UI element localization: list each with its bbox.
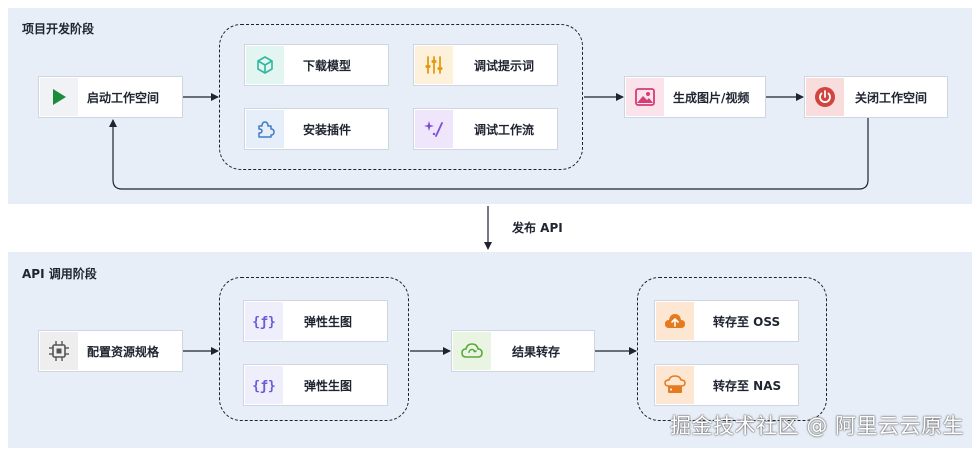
image-icon xyxy=(626,78,664,116)
function-icon: {ƒ} xyxy=(245,302,283,340)
save-nas-node[interactable]: 转存至 NAS xyxy=(654,364,799,406)
sliders-icon xyxy=(415,46,453,84)
cloud-upload-icon xyxy=(656,302,694,340)
elastic-generate-node-2[interactable]: {ƒ} 弹性生图 xyxy=(243,364,388,406)
save-nas-label: 转存至 NAS xyxy=(713,378,782,393)
storage-group xyxy=(637,277,827,421)
close-workspace-label: 关闭工作空间 xyxy=(855,90,928,105)
publish-api-label: 发布 API xyxy=(512,221,563,235)
watermark: 掘金技术社区 @ 阿里云云原生 xyxy=(670,414,964,438)
start-workspace-node[interactable]: 启动工作空间 xyxy=(38,76,183,118)
tune-prompt-node[interactable]: 调试提示词 xyxy=(413,44,558,86)
svg-text:{ƒ}: {ƒ} xyxy=(252,379,275,394)
save-oss-label: 转存至 OSS xyxy=(713,314,781,329)
tune-prompt-label: 调试提示词 xyxy=(474,58,535,73)
generate-media-label: 生成图片/视频 xyxy=(673,90,750,105)
config-resource-label: 配置资源规格 xyxy=(87,344,160,359)
tune-workflow-node[interactable]: 调试工作流 xyxy=(413,108,558,150)
dev-stage-title: 项目开发阶段 xyxy=(22,22,95,36)
result-transfer-node[interactable]: 结果转存 xyxy=(451,330,595,372)
cube-icon xyxy=(246,46,284,84)
install-plugin-label: 安装插件 xyxy=(303,122,352,137)
download-model-label: 下载模型 xyxy=(303,58,352,73)
elastic-generate-node-1[interactable]: {ƒ} 弹性生图 xyxy=(243,300,388,342)
power-icon xyxy=(806,78,844,116)
puzzle-icon xyxy=(246,110,284,148)
chip-icon xyxy=(40,332,78,370)
generate-media-node[interactable]: 生成图片/视频 xyxy=(624,76,766,118)
elastic-generate-label-1: 弹性生图 xyxy=(304,314,353,329)
install-plugin-node[interactable]: 安装插件 xyxy=(244,108,389,150)
config-resource-node[interactable]: 配置资源规格 xyxy=(38,330,183,372)
storage-icon xyxy=(656,366,694,404)
svg-text:{ƒ}: {ƒ} xyxy=(252,315,275,330)
save-oss-node[interactable]: 转存至 OSS xyxy=(654,300,799,342)
download-model-node[interactable]: 下载模型 xyxy=(244,44,389,86)
elastic-group xyxy=(219,277,409,421)
elastic-generate-label-2: 弹性生图 xyxy=(304,378,353,393)
api-stage-title: API 调用阶段 xyxy=(22,267,97,281)
cloud-sync-icon xyxy=(453,332,491,370)
sparkle-icon xyxy=(415,110,453,148)
result-transfer-label: 结果转存 xyxy=(512,344,561,359)
function-icon: {ƒ} xyxy=(245,366,283,404)
play-icon xyxy=(40,78,78,116)
close-workspace-node[interactable]: 关闭工作空间 xyxy=(804,76,948,118)
start-workspace-label: 启动工作空间 xyxy=(87,90,160,105)
tune-workflow-label: 调试工作流 xyxy=(474,122,535,137)
